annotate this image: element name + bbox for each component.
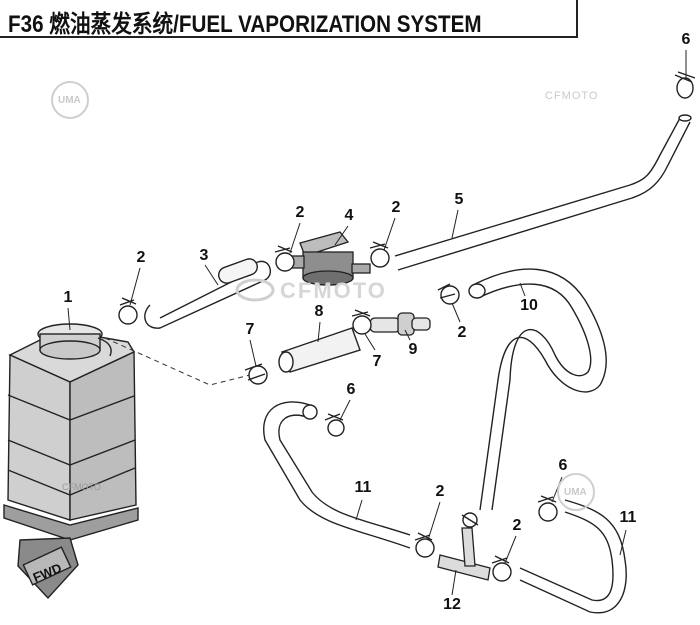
callout-1: 1 xyxy=(63,289,73,306)
dashed-connector xyxy=(104,337,251,386)
cfmoto-watermark-center: CFMOTO xyxy=(280,278,387,303)
clamp-6b xyxy=(324,413,345,437)
callout-12: 12 xyxy=(443,596,461,613)
clamp-2d xyxy=(437,283,460,305)
callout-2a: 2 xyxy=(136,249,146,266)
hose-10 xyxy=(468,268,607,511)
cfmoto-watermark-top-right: CFMOTO xyxy=(545,90,599,102)
callout-7a: 7 xyxy=(245,321,255,338)
clamp-2g xyxy=(461,512,479,528)
callout-7b: 7 xyxy=(372,353,382,370)
vent-hose-5 xyxy=(394,114,692,271)
callout-9: 9 xyxy=(408,341,418,358)
hose-11-left xyxy=(263,401,411,549)
callout-2e: 2 xyxy=(435,483,445,500)
callout-2f: 2 xyxy=(512,517,522,534)
callout-6c: 6 xyxy=(558,457,568,474)
clamp-2a xyxy=(118,297,138,325)
uma-logo-watermark-1 xyxy=(51,81,89,119)
callout-11b: 11 xyxy=(619,509,637,526)
uma-watermark-2: UMA xyxy=(564,487,587,498)
callout-5: 5 xyxy=(454,191,464,208)
callout-11a: 11 xyxy=(354,479,372,496)
callout-10: 10 xyxy=(520,297,538,314)
uma-logo-watermark-2 xyxy=(557,473,595,511)
leader-lines xyxy=(67,50,687,596)
title-name: 燃油蒸发系统/FUEL VAPORIZATION SYSTEM xyxy=(49,11,482,38)
clamp-7b xyxy=(351,309,372,335)
page-title: F36 燃油蒸发系统/FUEL VAPORIZATION SYSTEM xyxy=(8,4,482,39)
clamp-2f xyxy=(491,555,512,582)
title-code: F36 xyxy=(8,11,44,38)
uma-watermark-1: UMA xyxy=(58,95,81,106)
valve-9 xyxy=(369,312,431,336)
clamps xyxy=(118,71,696,582)
callout-6b: 6 xyxy=(346,381,356,398)
callout-2d: 2 xyxy=(457,324,467,341)
fuel-tank xyxy=(3,323,139,600)
callout-2b: 2 xyxy=(295,204,305,221)
cfmoto-watermark-tank: CFMOTO xyxy=(62,482,101,492)
callout-8: 8 xyxy=(314,303,324,320)
cfmoto-logo-mark-center xyxy=(235,278,275,302)
clamp-6c xyxy=(537,495,558,522)
clamp-2e xyxy=(414,532,435,558)
callout-2c: 2 xyxy=(391,199,401,216)
callout-4: 4 xyxy=(344,207,354,224)
hose-3 xyxy=(144,258,272,329)
hose-8 xyxy=(278,327,361,373)
clamp-2c xyxy=(369,241,390,268)
callout-6a: 6 xyxy=(681,31,691,48)
callout-3: 3 xyxy=(199,247,209,264)
clamp-7a xyxy=(244,363,268,385)
clamp-6a xyxy=(674,71,696,99)
clamp-2b xyxy=(274,245,295,272)
title-bar: F36 燃油蒸发系统/FUEL VAPORIZATION SYSTEM xyxy=(0,0,578,38)
hose-11-right xyxy=(519,499,627,614)
t-fitting-12 xyxy=(437,527,491,581)
